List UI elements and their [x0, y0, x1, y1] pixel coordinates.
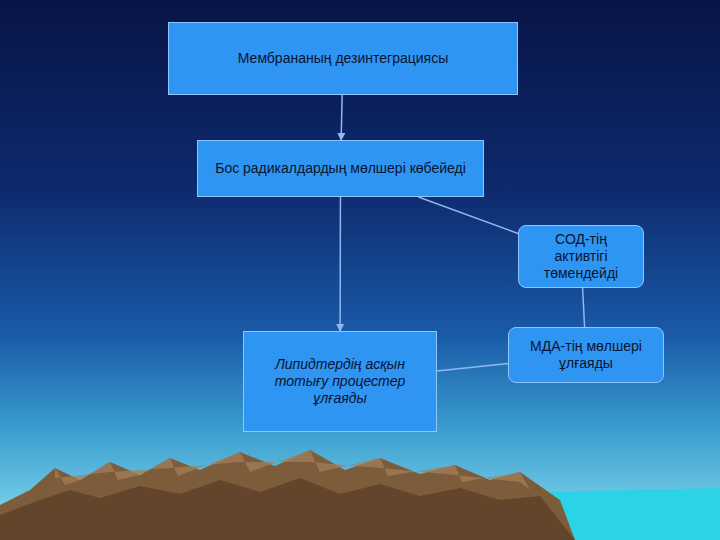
box-text: СОД-тің активтігі төмендейді — [527, 231, 635, 281]
box-text: Мембрананың дезинтеграциясы — [238, 50, 448, 67]
mountains — [0, 450, 575, 540]
connector — [437, 363, 508, 371]
connector — [583, 288, 585, 327]
mountain-light — [55, 450, 530, 490]
mountain-shade — [0, 478, 575, 540]
process-box: Мембрананың дезинтеграциясы — [168, 22, 518, 95]
process-box: Липидтердің асқын тотығу процестер ұлғая… — [243, 331, 437, 432]
box-text: Бос радикалдардың мөлшері көбейеді — [215, 160, 466, 177]
box-text: Липидтердің асқын тотығу процестер ұлғая… — [252, 356, 428, 406]
connector — [418, 197, 518, 233]
connector — [341, 95, 342, 140]
process-box: СОД-тің активтігі төмендейді — [518, 225, 644, 288]
box-text: МДА-тің мөлшері ұлғаяды — [517, 338, 655, 372]
process-box: Бос радикалдардың мөлшері көбейеді — [197, 140, 484, 197]
connector — [339, 197, 341, 331]
process-box: МДА-тің мөлшері ұлғаяды — [508, 327, 664, 383]
